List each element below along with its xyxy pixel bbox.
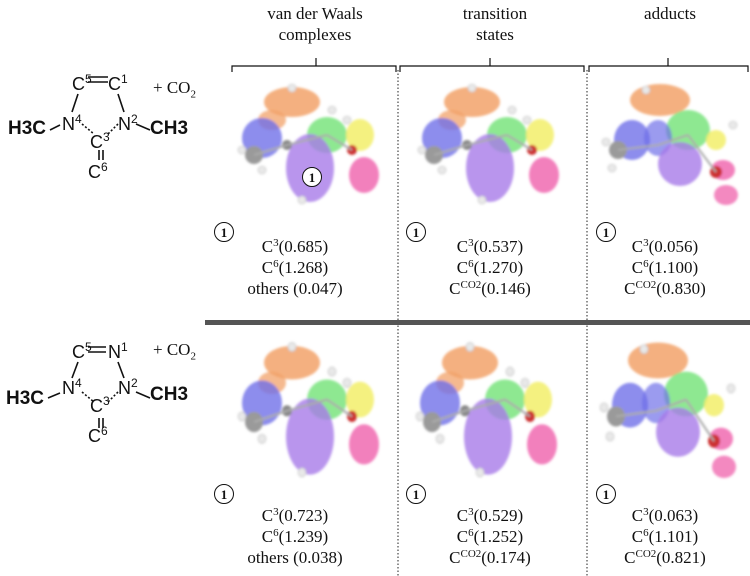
value-line: C3(0.529) — [456, 506, 524, 525]
value-line: C3(0.056) — [631, 237, 699, 256]
header-adducts: adducts — [590, 3, 750, 24]
atom-c6: C6 — [88, 160, 108, 182]
value-line: CCO2(0.146) — [449, 279, 531, 298]
atom-c3: C3 — [90, 394, 110, 416]
atom-n2: N2 — [118, 112, 138, 134]
value-line: C3(0.063) — [631, 506, 699, 525]
value-line: CCO2(0.174) — [449, 548, 531, 567]
plus-co2: + CO2 — [153, 340, 196, 363]
value-line: C3(0.537) — [456, 237, 524, 256]
value-line: C6(1.101) — [631, 527, 699, 546]
atom-c5: C5 — [72, 340, 92, 362]
orbital-bottom-ts — [414, 341, 559, 479]
header-ts-line2: states — [476, 25, 514, 44]
atom-n2: N2 — [118, 376, 138, 398]
badge-bottom-vdw: 1 — [214, 484, 234, 504]
bracket-adducts — [588, 58, 749, 72]
row-separator — [205, 320, 750, 325]
value-line: C3(0.685) — [261, 237, 329, 256]
header-ts: transition states — [400, 3, 590, 45]
header-vdw-line2: complexes — [278, 25, 352, 44]
values-top-ts: C3(0.537) C6(1.270) CCO2(0.146) — [400, 236, 580, 299]
orbital-top-adduct — [601, 83, 739, 206]
value-line: C6(1.100) — [631, 258, 699, 277]
badge-top-adduct: 1 — [596, 222, 616, 242]
value-line: C3(0.723) — [261, 506, 329, 525]
value-line: others (0.047) — [247, 279, 343, 298]
molecule-top-bonds — [49, 76, 151, 160]
values-bottom-vdw: C3(0.723) C6(1.239) others (0.038) — [215, 505, 375, 568]
header-ts-line1: transition — [462, 4, 528, 23]
molecule-bottom-bonds — [47, 346, 151, 428]
header-adducts-line1: adducts — [644, 4, 696, 23]
header-vdw-line1: van der Waals — [267, 4, 363, 23]
methyl-right: CH3 — [150, 118, 189, 139]
orbital-bottom-vdw — [236, 341, 381, 479]
header-vdw: van der Waals complexes — [220, 3, 410, 45]
value-line: C6(1.252) — [456, 527, 524, 546]
value-line: C6(1.270) — [456, 258, 524, 277]
molecule-bottom: C5 N1 N4 N2 C3 C6 H3C CH3 + CO2 — [0, 330, 220, 460]
plus-co2: + CO2 — [153, 78, 196, 101]
atom-n4: N4 — [62, 112, 82, 134]
badge-top-ts: 1 — [406, 222, 426, 242]
methyl-left: H3C — [6, 388, 45, 409]
values-top-vdw: C3(0.685) C6(1.268) others (0.047) — [215, 236, 375, 299]
atom-c1: C1 — [108, 72, 128, 94]
value-line: CCO2(0.821) — [624, 548, 706, 567]
badge-in-image: 1 — [302, 167, 322, 187]
value-line: CCO2(0.830) — [624, 279, 706, 298]
bracket-ts — [399, 58, 585, 72]
atom-c6: C6 — [88, 424, 108, 446]
badge-bottom-adduct: 1 — [596, 484, 616, 504]
badge-bottom-ts: 1 — [406, 484, 426, 504]
values-bottom-adduct: C3(0.063) C6(1.101) CCO2(0.821) — [595, 505, 735, 568]
methyl-right: CH3 — [150, 384, 189, 405]
molecule-top: C5 C1 N4 N2 C3 C6 H3C CH3 + CO2 — [0, 60, 220, 190]
orbital-bottom-adduct — [598, 341, 738, 480]
value-line: C6(1.268) — [261, 258, 329, 277]
atom-c3: C3 — [90, 130, 110, 152]
bracket-vdw — [231, 58, 397, 72]
values-top-adduct: C3(0.056) C6(1.100) CCO2(0.830) — [595, 236, 735, 299]
atom-n1: N1 — [108, 340, 128, 362]
value-line: others (0.038) — [247, 548, 343, 567]
badge-top-vdw: 1 — [214, 222, 234, 242]
atom-n4: N4 — [62, 376, 82, 398]
value-line: C6(1.239) — [261, 527, 329, 546]
orbital-top-ts — [417, 83, 560, 205]
methyl-left: H3C — [8, 118, 47, 139]
atom-c5: C5 — [72, 72, 92, 94]
values-bottom-ts: C3(0.529) C6(1.252) CCO2(0.174) — [400, 505, 580, 568]
